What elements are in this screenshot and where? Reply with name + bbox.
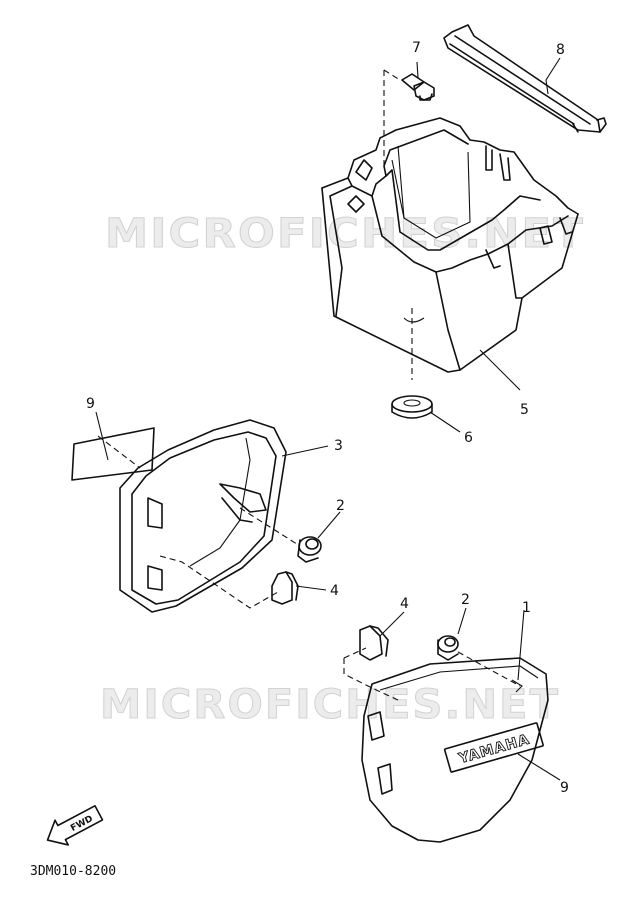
watermark-bottom: MICROFICHES.NET [100,682,560,728]
callout-9-left: 9 [86,396,95,412]
clip-left-part [271,571,299,605]
callout-4-left: 4 [330,583,339,599]
fwd-arrow-icon: FWD [46,804,104,846]
grommet-right-part [437,635,459,661]
callout-9-right: 9 [560,780,569,796]
callout-2-left: 2 [336,498,345,514]
watermark-top: MICROFICHES.NET [105,211,585,257]
callout-4-right: 4 [400,596,409,612]
emblem-left-part [71,427,155,481]
callout-1: 1 [522,600,531,616]
callout-6: 6 [464,430,473,446]
callout-2-right: 2 [461,592,470,608]
callout-3: 3 [334,438,343,454]
callout-numbers: 7 8 5 6 9 3 2 4 4 2 1 9 [86,40,569,796]
callout-8: 8 [556,42,565,58]
left-side-cover-part [119,419,287,613]
right-side-cover-part [361,657,549,843]
clip-right-part [359,625,389,661]
callout-7: 7 [412,40,421,56]
leader-lines [95,57,561,781]
emblem-text: YAMAHA [456,732,531,768]
callout-5: 5 [520,402,529,418]
assembly-lines [97,69,521,701]
battery-box-part [321,117,579,373]
battery-band-part [443,24,607,133]
diagram-code: 3DM010-8200 [30,864,116,879]
grommet-left-part [297,536,322,563]
damper-part [391,395,433,419]
bolt-part [401,73,435,101]
